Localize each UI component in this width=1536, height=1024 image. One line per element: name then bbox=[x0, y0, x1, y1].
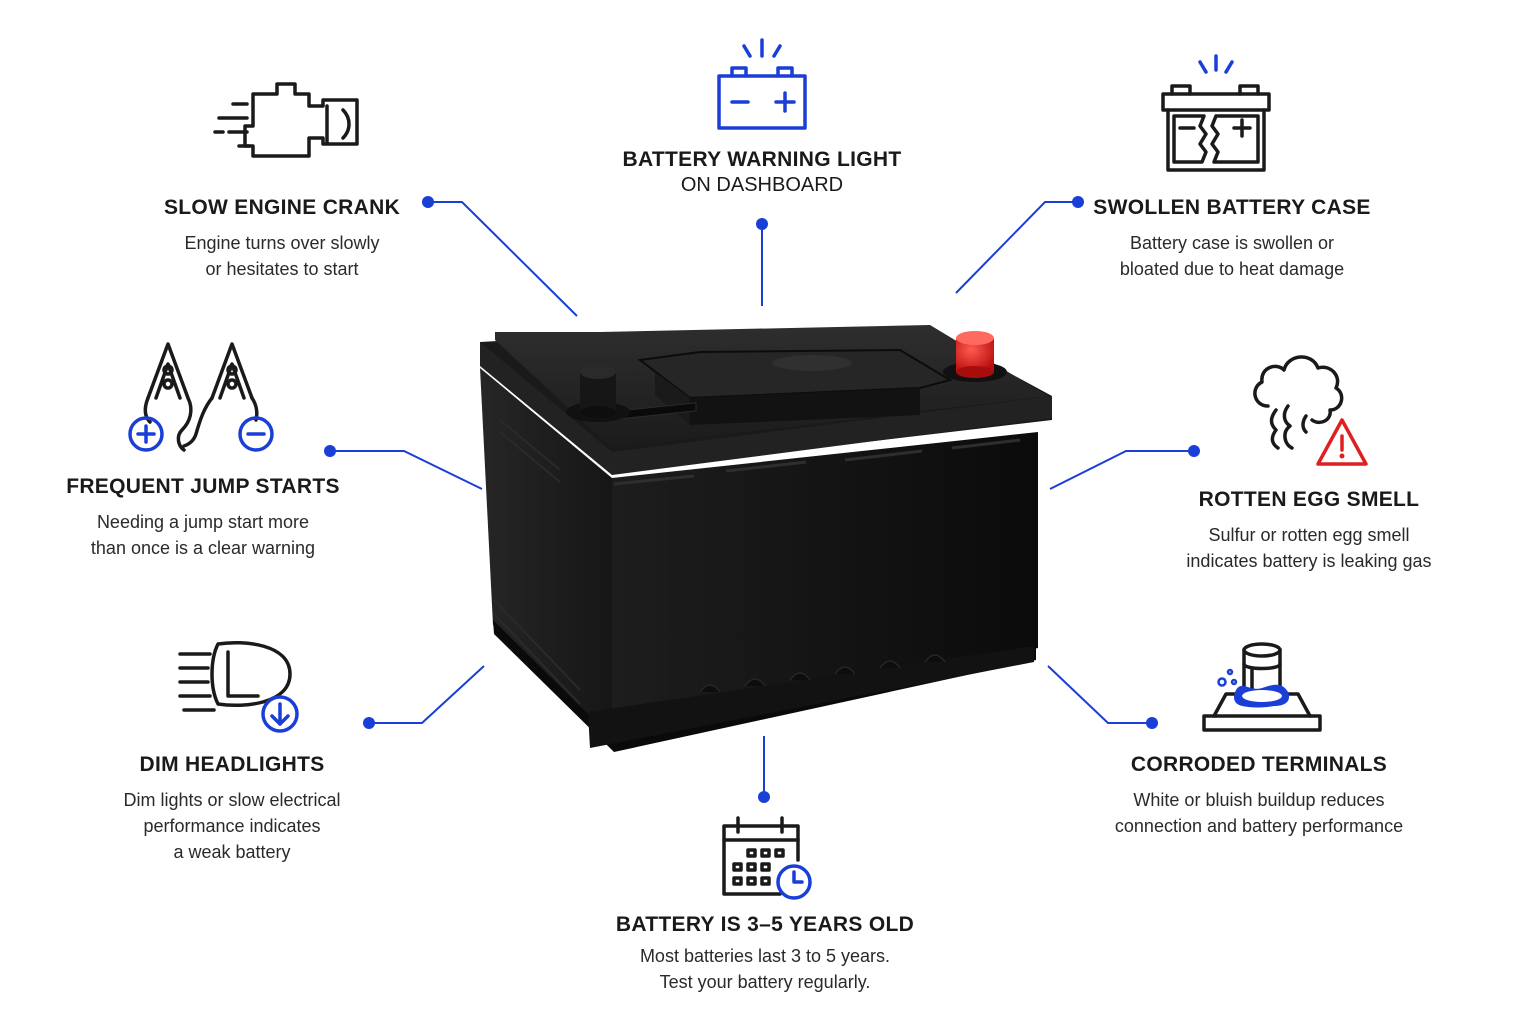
callout-description: Battery case is swollen or bloated due t… bbox=[1082, 230, 1382, 282]
calendar-clock-icon bbox=[722, 816, 812, 900]
description-line: indicates battery is leaking gas bbox=[1186, 551, 1432, 571]
callout-description: Sulfur or rotten egg smell indicates bat… bbox=[1159, 522, 1459, 574]
callout-title: ROTTEN EGG SMELL bbox=[1198, 488, 1420, 511]
connector-dot bbox=[422, 196, 434, 208]
description-line: Battery case is swollen or bbox=[1129, 233, 1335, 253]
callout-slow-engine-crank: SLOW ENGINE CRANK Engine turns over slow… bbox=[152, 196, 412, 282]
description-line: Test your battery regularly. bbox=[659, 972, 871, 992]
callout-title: BATTERY WARNING LIGHT bbox=[622, 148, 902, 171]
callout-frequent-jump-starts: FREQUENT JUMP STARTS Needing a jump star… bbox=[53, 475, 353, 561]
callout-description: Engine turns over slowly or hesitates to… bbox=[152, 230, 412, 282]
callout-title: BATTERY IS 3–5 YEARS OLD bbox=[615, 913, 915, 936]
description-line: than once is a clear warning bbox=[90, 538, 316, 558]
callout-rotten-egg-smell: ROTTEN EGG SMELL Sulfur or rotten egg sm… bbox=[1159, 488, 1459, 574]
callout-corroded-terminals: CORRODED TERMINALS White or bluish build… bbox=[1094, 753, 1424, 839]
connector-dot bbox=[1188, 445, 1200, 457]
connector-swollen-case bbox=[955, 201, 1078, 294]
callout-battery-age: BATTERY IS 3–5 YEARS OLD Most batteries … bbox=[610, 913, 920, 995]
dim-headlight-icon bbox=[178, 640, 299, 733]
connector-corroded bbox=[1047, 665, 1152, 724]
connector-dot bbox=[758, 791, 770, 803]
callout-battery-warning-light: BATTERY WARNING LIGHT ON DASHBOARD bbox=[602, 148, 922, 197]
description-line: Engine turns over slowly bbox=[184, 233, 380, 253]
description-line: White or bluish buildup reduces bbox=[1133, 790, 1385, 810]
swollen-battery-icon bbox=[1161, 54, 1271, 172]
connector-dot bbox=[324, 445, 336, 457]
callout-title: SLOW ENGINE CRANK bbox=[163, 196, 401, 219]
callout-subtitle: ON DASHBOARD bbox=[680, 174, 844, 196]
callout-title: SWOLLEN BATTERY CASE bbox=[1093, 196, 1371, 219]
callout-description: Dim lights or slow electrical performanc… bbox=[96, 787, 368, 865]
corroded-terminal-icon bbox=[1202, 642, 1322, 732]
connector-slow-crank bbox=[428, 201, 578, 317]
connector-dot bbox=[1072, 196, 1084, 208]
callout-dim-headlights: DIM HEADLIGHTS Dim lights or slow electr… bbox=[96, 753, 368, 865]
callout-swollen-battery-case: SWOLLEN BATTERY CASE Battery case is swo… bbox=[1082, 196, 1382, 282]
description-line: Sulfur or rotten egg smell bbox=[1208, 525, 1410, 545]
description-line: connection and battery performance bbox=[1114, 816, 1404, 836]
engine-icon bbox=[213, 82, 359, 158]
description-line: bloated due to heat damage bbox=[1119, 259, 1345, 279]
callout-title: FREQUENT JUMP STARTS bbox=[66, 475, 340, 498]
description-line: Most batteries last 3 to 5 years. bbox=[639, 946, 891, 966]
connector-jump-starts bbox=[330, 450, 483, 490]
smell-cloud-warning-icon bbox=[1253, 355, 1368, 466]
description-line: Dim lights or slow electrical bbox=[123, 790, 341, 810]
callout-description: White or bluish buildup reduces connecti… bbox=[1094, 787, 1424, 839]
connector-dot bbox=[363, 717, 375, 729]
jumper-cables-icon bbox=[128, 342, 274, 452]
battery-warning-icon bbox=[717, 38, 807, 130]
connector-dot bbox=[756, 218, 768, 230]
connector-dot bbox=[1146, 717, 1158, 729]
callout-description: Most batteries last 3 to 5 years. Test y… bbox=[610, 943, 920, 995]
description-line: Needing a jump start more bbox=[96, 512, 310, 532]
description-line: performance indicates bbox=[143, 816, 321, 836]
callout-description: Needing a jump start more than once is a… bbox=[53, 509, 353, 561]
callout-title: DIM HEADLIGHTS bbox=[139, 753, 325, 776]
callout-title: CORRODED TERMINALS bbox=[1130, 753, 1388, 776]
description-line: or hesitates to start bbox=[205, 259, 359, 279]
connector-rotten-egg bbox=[1049, 450, 1194, 490]
description-line: a weak battery bbox=[173, 842, 291, 862]
connector-dim-headlights bbox=[369, 665, 485, 724]
